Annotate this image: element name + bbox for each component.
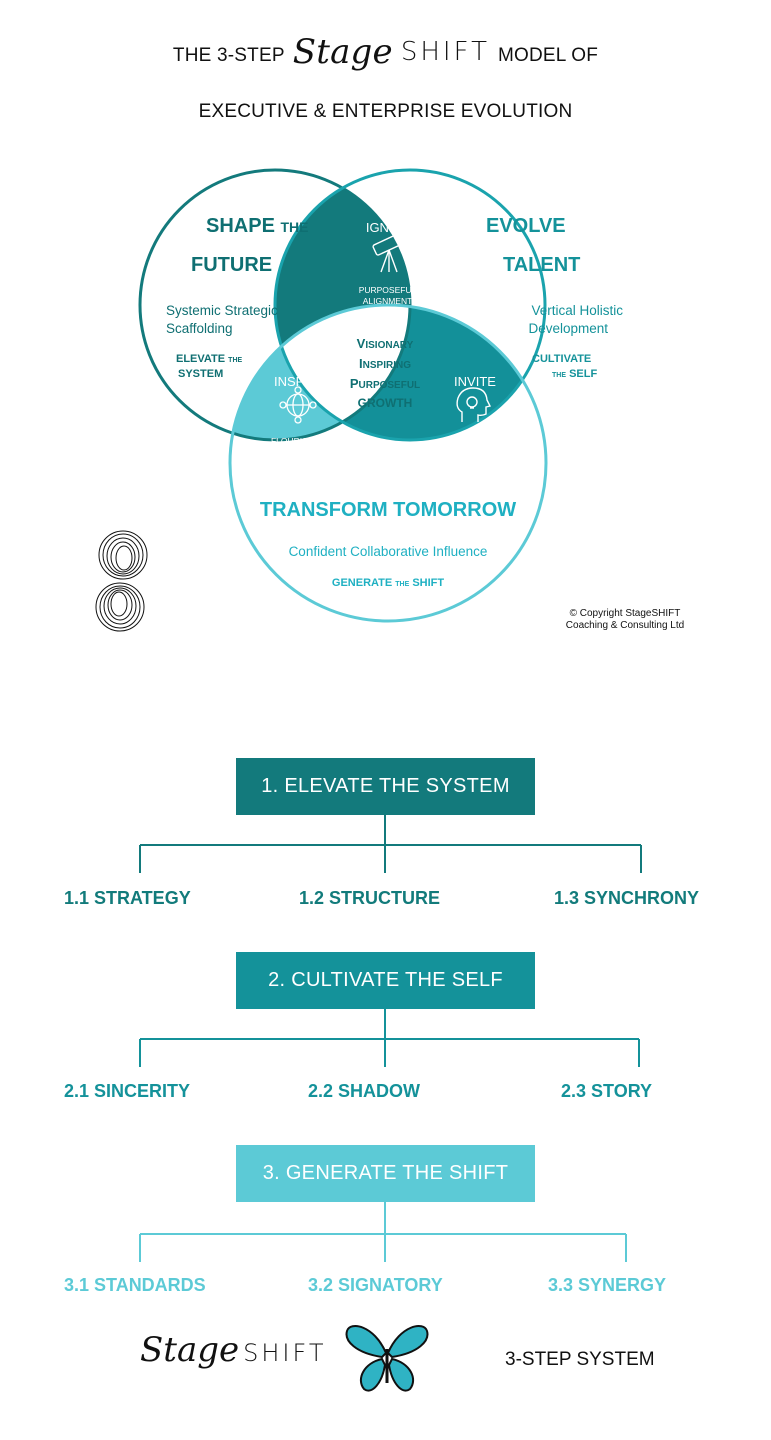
footer-tagline: 3-STEP SYSTEM bbox=[505, 1349, 655, 1371]
ignite-sub-line2: ALIGNMENT bbox=[330, 296, 445, 306]
footer-brand-shift: SHIFT bbox=[243, 1339, 326, 1367]
spiral-s-logo bbox=[90, 525, 156, 637]
tree-connector-2 bbox=[0, 1009, 771, 1069]
copyright: © Copyright StageSHIFT Coaching & Consul… bbox=[540, 608, 710, 632]
box-elevate-the-system: 1. ELEVATE THE SYSTEM bbox=[236, 758, 535, 815]
center-visionary: VISIONARY bbox=[330, 336, 440, 351]
cultivate-tag-line2: THE SELF bbox=[552, 368, 597, 380]
leaf-strategy: 1.1 STRATEGY bbox=[64, 888, 191, 909]
copyright-line1: © Copyright StageSHIFT bbox=[540, 608, 710, 620]
leaf-synchrony: 1.3 SYNCHRONY bbox=[554, 888, 699, 909]
tree-connector-1 bbox=[0, 815, 771, 875]
center-growth: GROWTH bbox=[330, 396, 440, 410]
bottom-subtitle: Confident Collaborative Influence bbox=[230, 544, 546, 559]
left-subtitle-line1: Systemic Strategic bbox=[166, 303, 278, 318]
footer-brand-logo: Stage SHIFT bbox=[140, 1330, 327, 1370]
leaf-standards: 3.1 STANDARDS bbox=[64, 1275, 206, 1296]
brand-logo-shift: SHIFT bbox=[401, 37, 490, 67]
leaf-story: 2.3 STORY bbox=[561, 1081, 652, 1102]
butterfly-icon bbox=[344, 1323, 430, 1395]
invite-sub-line2: LEADERSHIP bbox=[425, 447, 525, 457]
right-subtitle-line2: Development bbox=[488, 321, 608, 336]
brand-logo-stage: Stage bbox=[293, 32, 393, 72]
talent-word: TALENT bbox=[503, 254, 580, 277]
shift-word: SHIFT bbox=[412, 577, 444, 589]
left-subtitle-line2: Scaffolding bbox=[166, 321, 233, 336]
invite-label: INVITE bbox=[430, 374, 520, 389]
inspire-sub-line1: FLOURISHING bbox=[250, 436, 350, 446]
elevate-tag-line1: ELEVATE THE bbox=[176, 353, 242, 365]
rest-v: ISIONARY bbox=[365, 340, 413, 351]
tree-connector-3 bbox=[0, 1202, 771, 1264]
elevate-tag-line2: SYSTEM bbox=[178, 368, 223, 380]
rest-i: NSPIRING bbox=[363, 360, 411, 371]
right-subtitle-line1: Vertical Holistic bbox=[488, 303, 623, 318]
inspire-sub-line2: ECOSYSTEMS bbox=[250, 447, 350, 457]
evolve-word: EVOLVE bbox=[486, 215, 566, 238]
leaf-sincerity: 2.1 SINCERITY bbox=[64, 1081, 190, 1102]
center-inspiring: INSPIRING bbox=[330, 356, 440, 371]
title-prefix: THE 3-STEP bbox=[173, 45, 285, 67]
invite-sub-line1: NETWORKED bbox=[425, 436, 525, 446]
cap-p: P bbox=[350, 376, 359, 391]
page-subtitle: EXECUTIVE & ENTERPRISE EVOLUTION bbox=[0, 101, 771, 123]
center-purposeful: PURPOSEFUL bbox=[330, 376, 440, 391]
elevate-word: ELEVATE bbox=[176, 353, 225, 365]
box-generate-the-shift: 3. GENERATE THE SHIFT bbox=[236, 1145, 535, 1202]
self-word: SELF bbox=[569, 368, 597, 380]
leaf-signatory: 3.2 SIGNATORY bbox=[308, 1275, 443, 1296]
cultivate-word: CULTIVATE bbox=[532, 353, 591, 365]
copyright-line2: Coaching & Consulting Ltd bbox=[540, 620, 710, 632]
leaf-synergy: 3.3 SYNERGY bbox=[548, 1275, 666, 1296]
transform-title: TRANSFORM TOMORROW bbox=[230, 499, 546, 522]
the-small: THE bbox=[552, 372, 566, 379]
title-suffix: MODEL OF bbox=[498, 45, 598, 67]
leaf-shadow: 2.2 SHADOW bbox=[308, 1081, 420, 1102]
generate-word: GENERATE bbox=[332, 577, 392, 589]
shape-word: SHAPE bbox=[206, 215, 275, 237]
shape-title-line1: SHAPE THE bbox=[206, 215, 308, 238]
ignite-sub-line1: PURPOSEFUL bbox=[330, 285, 445, 295]
ignite-label: IGNITE bbox=[330, 220, 445, 235]
page-title: THE 3-STEP Stage SHIFT MODEL OF bbox=[0, 36, 771, 76]
footer-brand-stage: Stage bbox=[140, 1330, 239, 1370]
box-cultivate-the-self: 2. CULTIVATE THE SELF bbox=[236, 952, 535, 1009]
the-small: THE bbox=[228, 357, 242, 364]
generate-tag: GENERATE THE SHIFT bbox=[230, 577, 546, 589]
the-small: THE bbox=[395, 581, 409, 588]
future-word: FUTURE bbox=[191, 254, 272, 277]
rest-p: URPOSEFUL bbox=[359, 380, 421, 391]
the-word: THE bbox=[280, 219, 308, 235]
leaf-structure: 1.2 STRUCTURE bbox=[299, 888, 440, 909]
